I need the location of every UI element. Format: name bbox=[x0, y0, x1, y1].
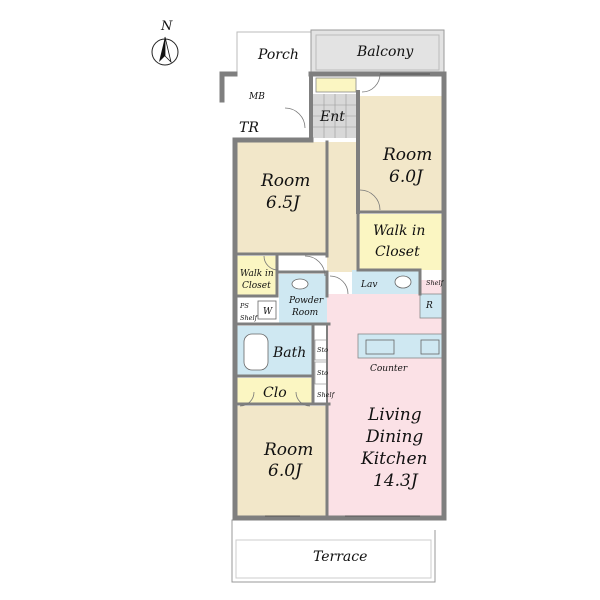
terrace-area bbox=[231, 519, 436, 583]
corridor bbox=[327, 142, 360, 272]
label-tr: TR bbox=[239, 120, 259, 136]
label-wic-large-line2: Closet bbox=[375, 244, 420, 260]
label-shelf-3: Shelf bbox=[317, 391, 336, 399]
bathtub bbox=[243, 333, 269, 371]
label-room-ne-size: 6.0J bbox=[389, 167, 424, 187]
label-powder-line1: Powder bbox=[288, 296, 324, 306]
label-lav: Lav bbox=[360, 280, 377, 290]
label-room-w: Room bbox=[260, 171, 310, 191]
label-clo: Clo bbox=[263, 385, 287, 401]
label-balcony: Balcony bbox=[356, 44, 414, 60]
compass-needle-right bbox=[164, 36, 172, 64]
label-ldk-line1: Living bbox=[367, 405, 422, 425]
closet bbox=[237, 378, 313, 404]
label-sto-2: Sto bbox=[317, 369, 328, 377]
kitchen-sink bbox=[365, 339, 395, 355]
label-wic-small-line2: Closet bbox=[242, 281, 271, 291]
label-powder-line2: Room bbox=[291, 308, 318, 318]
label-shelf-1: Shelf bbox=[426, 279, 445, 287]
room-northeast bbox=[360, 96, 442, 212]
label-shelf-2: Shelf bbox=[240, 314, 259, 322]
label-room-w-size: 6.5J bbox=[266, 193, 301, 213]
entrance-grid bbox=[313, 94, 357, 138]
stove bbox=[420, 339, 440, 355]
label-washer: W bbox=[263, 307, 273, 317]
label-sto-1: Sto bbox=[317, 346, 328, 354]
label-terrace: Terrace bbox=[313, 549, 367, 565]
windows bbox=[265, 73, 430, 517]
label-ldk-size: 14.3J bbox=[373, 471, 419, 491]
door-swings bbox=[239, 73, 381, 407]
label-porch: Porch bbox=[257, 47, 299, 63]
label-refrigerator: R bbox=[425, 301, 433, 311]
label-ldk-line3: Kitchen bbox=[360, 449, 427, 469]
shoe-closet bbox=[315, 77, 357, 93]
label-room-sw: Room bbox=[263, 440, 313, 460]
label-mb: MB bbox=[248, 92, 265, 102]
compass-needle-left bbox=[159, 37, 165, 62]
terrace-rail bbox=[235, 539, 432, 579]
label-entrance: Ent bbox=[319, 109, 345, 125]
toilet bbox=[394, 275, 412, 289]
label-ldk-line2: Dining bbox=[365, 427, 423, 447]
washer-space bbox=[257, 300, 277, 320]
walk-in-closet-large bbox=[360, 214, 442, 270]
label-bath: Bath bbox=[272, 345, 306, 361]
label-room-sw-size: 6.0J bbox=[268, 461, 303, 481]
label-ps: PS bbox=[239, 302, 249, 310]
label-wic-large-line1: Walk in bbox=[373, 223, 425, 239]
label-wic-small-line1: Walk in bbox=[240, 269, 274, 279]
label-counter: Counter bbox=[370, 364, 408, 374]
north-compass: N bbox=[151, 19, 179, 66]
balcony-area bbox=[310, 29, 445, 73]
room-west bbox=[237, 142, 327, 254]
balcony-rail bbox=[315, 34, 440, 71]
walk-in-closet-small bbox=[237, 256, 277, 296]
label-room-ne: Room bbox=[382, 145, 432, 165]
north-letter: N bbox=[160, 19, 173, 34]
room-southwest bbox=[237, 406, 327, 516]
walls bbox=[219, 71, 447, 521]
powder-sink bbox=[291, 278, 309, 290]
